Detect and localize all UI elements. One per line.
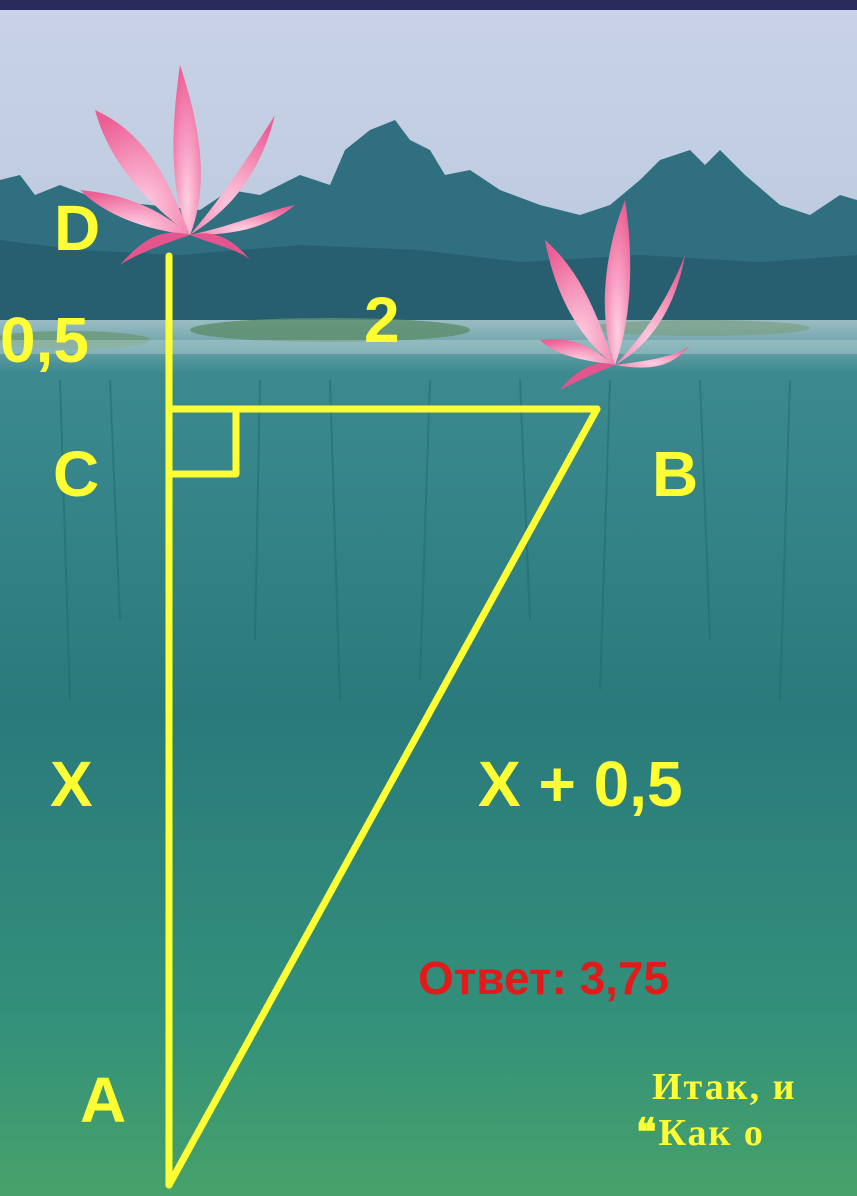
triangle-diagram <box>165 252 601 1189</box>
story-text-line-2: ❝Как о <box>636 1112 765 1154</box>
lotus-flower-icon <box>540 200 690 390</box>
treeline-shadow <box>0 240 857 330</box>
lily-pad <box>0 331 150 349</box>
point-label-a: A <box>80 1064 127 1136</box>
point-label-d: D <box>54 192 101 264</box>
lotus-flower-icon <box>80 65 295 265</box>
point-label-b: B <box>652 438 699 510</box>
segment-label-ab: X + 0,5 <box>478 748 683 820</box>
lily-pad <box>190 318 470 342</box>
answer-text: Ответ: 3,75 <box>418 952 670 1004</box>
top-frame <box>0 0 857 10</box>
story-text-line-1: Итак, и <box>652 1066 797 1108</box>
segment-label-cb: 2 <box>364 284 400 356</box>
water <box>0 320 857 1196</box>
segment-label-dc: 0,5 <box>0 304 89 376</box>
segment-label-ac: X <box>50 748 93 820</box>
right-angle-marker <box>165 405 240 478</box>
water-shine <box>0 340 857 354</box>
underwater-stems <box>59 379 791 701</box>
segment-ba <box>165 405 601 1189</box>
point-label-c: C <box>53 438 100 510</box>
